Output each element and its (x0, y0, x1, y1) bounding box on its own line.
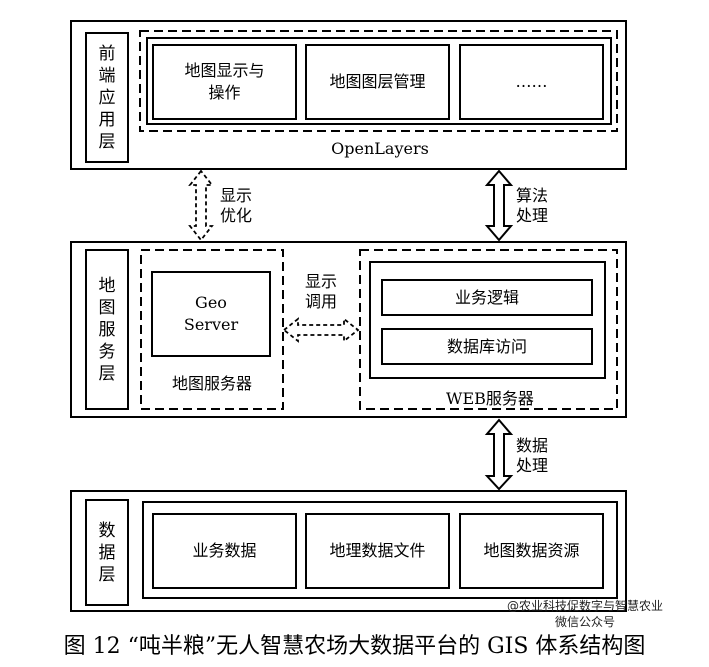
more-box (459, 44, 604, 120)
business-logic-label: 业务逻辑 (454, 287, 519, 307)
map-display-box (152, 44, 297, 120)
map-data-resources-box (459, 513, 604, 589)
frontend-inner-box (146, 37, 612, 125)
map-display-label: 地图显示与操作 (184, 61, 265, 102)
display-call-label: 显示调用 (305, 272, 338, 311)
geoserver-label: Geo Server (183, 293, 239, 334)
web-server-inner-box (369, 261, 606, 379)
map-service-layer-box (70, 241, 627, 418)
openlayers-caption: OpenLayers (331, 139, 429, 158)
data-layer-label: 数据层 (98, 520, 116, 585)
db-access-label: 数据库访问 (446, 336, 527, 356)
business-data-label: 业务数据 (192, 541, 257, 560)
db-access-box (381, 328, 593, 365)
figure-caption: 图 12 “吨半粮”无人智慧农场大数据平台的 GIS 体系结构图 (63, 634, 646, 659)
business-data-box (152, 513, 297, 589)
geoserver-box (151, 271, 271, 357)
more-label: …… (515, 72, 548, 91)
data-layer-box (70, 490, 627, 612)
watermark-line-2: 微信公众号 (554, 615, 615, 629)
frontend-layer-label: 前端应用层 (98, 43, 116, 152)
algorithm-process-arrow (484, 169, 514, 242)
map-service-label-box (85, 249, 129, 410)
map-server-caption: 地图服务器 (171, 374, 252, 393)
map-server-group-box (140, 249, 284, 410)
web-server-group-box (359, 249, 618, 410)
watermark: @农业科技促数字与智慧农业 微信公众号 (485, 598, 685, 630)
algorithm-process-label: 算法处理 (516, 186, 549, 225)
frontend-layer-box (70, 20, 627, 170)
geo-data-files-label: 地理数据文件 (329, 541, 426, 560)
business-logic-box (381, 279, 593, 316)
openlayers-group-box (139, 30, 618, 132)
data-label-box (85, 499, 129, 606)
web-server-caption: WEB服务器 (446, 389, 534, 408)
data-process-label: 数据处理 (516, 436, 549, 475)
data-group-box (142, 501, 618, 599)
map-data-resources-label: 地图数据资源 (483, 541, 580, 560)
display-optimize-arrow (188, 169, 214, 242)
geo-data-files-box (305, 513, 450, 589)
layer-management-label: 地图图层管理 (329, 72, 426, 91)
layer-management-box (305, 44, 450, 120)
frontend-label-box (85, 32, 129, 163)
watermark-line-1: @农业科技促数字与智慧农业 (506, 599, 663, 613)
map-service-layer-label: 地图服务层 (98, 275, 116, 384)
display-optimize-label: 显示优化 (220, 186, 253, 225)
display-call-arrow (282, 317, 360, 343)
data-process-arrow (484, 418, 514, 491)
